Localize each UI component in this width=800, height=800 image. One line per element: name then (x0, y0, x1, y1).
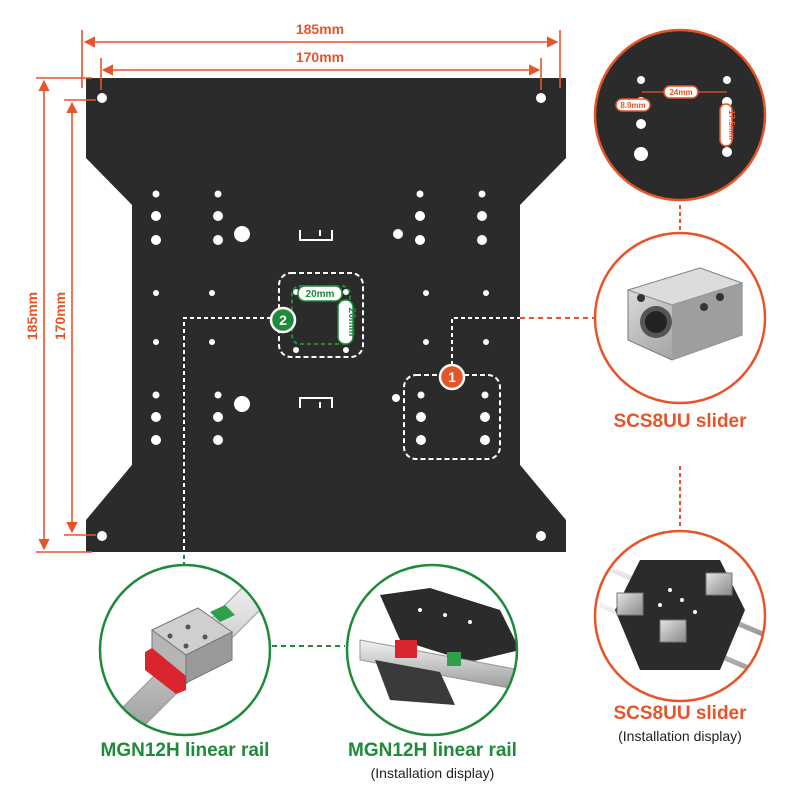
mgn12h-install-caption: MGN12H linear rail (348, 740, 517, 761)
scs8uu-install-view (595, 531, 765, 701)
green-callout: 20mm 20mm 2 (183, 272, 364, 568)
spacing-small-label: 8.9mm (620, 101, 645, 110)
green-width-label: 20mm (306, 289, 335, 300)
outer-height-label: 185mm (24, 292, 40, 340)
dimension-lines (36, 30, 561, 553)
marker-1: 1 (448, 369, 456, 385)
inner-width-label: 170mm (296, 49, 344, 65)
corner-hole (536, 531, 546, 541)
outer-width-label: 185mm (296, 21, 344, 37)
mounting-holes (151, 190, 490, 445)
scs8uu-install-caption: SCS8UU slider (613, 703, 747, 724)
scs8uu-install-subcaption: (Installation display) (618, 728, 742, 744)
mgn12h-rail-view (100, 565, 270, 735)
orange-callout: 1 (403, 317, 596, 460)
scs8uu-slider-view (595, 233, 765, 403)
corner-hole (97, 93, 107, 103)
spacing-y-label: 17.5mm (727, 110, 736, 140)
corner-hole (97, 531, 107, 541)
marker-2: 2 (279, 312, 287, 328)
hole-detail-view: 24mm 8.9mm 17.5mm (595, 30, 765, 200)
green-height-label: 20mm (346, 308, 357, 337)
inner-height-label: 170mm (52, 292, 68, 340)
scs8uu-slider-caption: SCS8UU slider (613, 411, 747, 432)
bottom-slot (299, 397, 333, 408)
mgn12h-install-view (347, 565, 517, 735)
bed-plate-shape (86, 78, 566, 552)
spacing-x-label: 24mm (669, 88, 692, 97)
mgn12h-rail-caption: MGN12H linear rail (100, 740, 270, 761)
corner-hole (536, 93, 546, 103)
mgn12h-install-subcaption: (Installation display) (370, 765, 495, 781)
top-slot (299, 230, 333, 241)
